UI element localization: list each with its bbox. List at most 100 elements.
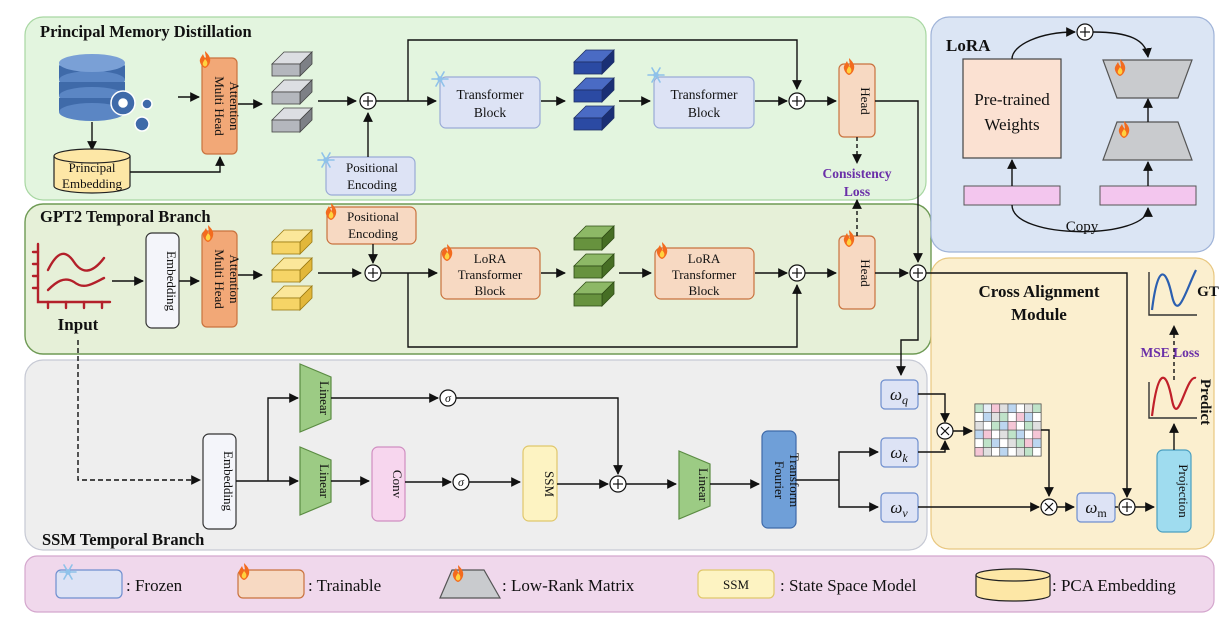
ssm-embedding-label: Embedding (221, 451, 236, 511)
svg-text:ωv: ωv (890, 498, 908, 520)
cam-add-node (1118, 498, 1136, 516)
mse-loss-label: MSE Loss (1141, 345, 1200, 360)
gpt2-lora-1-label-3: Block (474, 283, 506, 298)
gpt2-head-block: Head (838, 230, 876, 310)
lora-matrix-down (1102, 121, 1193, 161)
legend-frozen: : Frozen (55, 564, 183, 599)
gpt2-lora-transformer-block-2: LoRA Transformer Block (654, 242, 755, 300)
gpt2-token-stack-green (573, 225, 615, 307)
legend-panel (24, 555, 1215, 613)
pmd-positional-label-1: Positional (346, 160, 398, 175)
gpt2-lora-2-label-2: Transformer (672, 267, 737, 282)
multiply-node-qk (936, 422, 954, 440)
legend-ssm-box-label: SSM (723, 577, 749, 592)
ssm-block-label: SSM (542, 471, 557, 497)
pmd-title: Principal Memory Distillation (40, 22, 252, 41)
legend-ssm: SSM : State Space Model (697, 569, 917, 599)
gt-label: GT (1197, 284, 1219, 300)
attention-matrix (974, 403, 1042, 457)
gear-icon (110, 90, 153, 132)
pmd-mha-label-1: Multi Head (212, 76, 227, 136)
omega-v-symbol: ω (890, 498, 902, 517)
pmd-transformer-1-label-1: Transformer (457, 87, 524, 102)
omega-k-box: ωk (880, 437, 919, 468)
gpt2-lora-1-label-2: Transformer (458, 267, 523, 282)
ssm-conv-block: Conv (371, 446, 406, 522)
merge-add-node (909, 264, 927, 282)
ssm-linear-out: Linear (678, 450, 711, 520)
pmd-head-block: Head (838, 58, 876, 138)
legend-lowrank: : Low-Rank Matrix (439, 565, 635, 599)
gpt2-head-label: Head (858, 259, 873, 287)
legend-lowrank-label: : Low-Rank Matrix (502, 576, 635, 595)
ssm-title: SSM Temporal Branch (42, 530, 204, 549)
gpt2-lora-2-label-1: LoRA (688, 251, 721, 266)
pmd-token-stack-gray (271, 51, 313, 133)
gpt2-positional-encoding-block: Positional Encoding (325, 203, 417, 245)
multiply-node-v (1040, 498, 1058, 516)
projection-block: Projection (1156, 449, 1192, 533)
ssm-block: SSM (522, 445, 558, 522)
gpt2-positional-label-1: Positional (347, 209, 399, 224)
consistency-loss-label-1: Consistency (822, 166, 891, 181)
copy-label: Copy (1066, 219, 1099, 235)
pmd-transformer-block-2: Transformer Block (647, 67, 755, 129)
principal-embedding-label-1: Principal (69, 160, 116, 175)
lora-input-bar-right (1099, 185, 1197, 206)
omega-q-sub: q (902, 393, 908, 407)
pmd-mha-block: Multi Head Attention (199, 51, 242, 155)
omega-m-symbol: ω (1085, 498, 1097, 517)
omega-k-sub: k (902, 451, 908, 465)
gpt2-mha-block: Multi Head Attention (201, 225, 242, 328)
gpt2-embedding-label: Embedding (164, 251, 179, 311)
legend-trainable: : Trainable (237, 563, 381, 599)
ssm-linear-lower-label: Linear (317, 464, 332, 499)
omega-m-sub: m (1097, 506, 1107, 520)
ssm-linear-upper-label: Linear (317, 381, 332, 416)
gpt2-mha-label-1: Multi Head (212, 249, 227, 309)
gpt2-token-stack-yellow (271, 229, 313, 311)
gpt2-lora-2-label-3: Block (688, 283, 720, 298)
fourier-label-2: Transform (787, 453, 802, 507)
sigma-upper-label: σ (445, 391, 452, 405)
omega-q-box: ωq (880, 379, 919, 410)
omega-m-box: ωm (1076, 492, 1116, 523)
gpt2-add-node (364, 264, 382, 282)
ssm-linear-out-label: Linear (696, 468, 711, 503)
sigma-lower-label: σ (458, 475, 465, 489)
predict-label: Predict (1197, 379, 1213, 425)
lora-title: LoRA (946, 36, 991, 55)
gpt2-positional-label-2: Encoding (348, 226, 398, 241)
gpt2-mha-label-2: Attention (227, 254, 242, 304)
lora-matrix-up (1102, 59, 1193, 99)
lora-input-bar-left (963, 185, 1061, 206)
legend-trainable-label: : Trainable (308, 576, 381, 595)
pmd-head-label: Head (858, 87, 873, 115)
pmd-transformer-2-label-2: Block (688, 105, 720, 120)
legend-frozen-label: : Frozen (126, 576, 183, 595)
pmd-mha-label-2: Attention (227, 81, 242, 131)
ssm-linear-lower: Linear (299, 446, 332, 516)
pmd-transformer-block-1: Transformer Block (431, 71, 541, 129)
pmd-add-node-2 (788, 92, 806, 110)
projection-label: Projection (1176, 464, 1191, 518)
svg-text:ωq: ωq (890, 385, 908, 407)
sigma-node-lower: σ (452, 473, 470, 491)
cam-title-line1: Cross Alignment (978, 282, 1099, 301)
legend-pca-label: : PCA Embedding (1052, 576, 1176, 595)
input-signal-icon (31, 242, 112, 310)
principal-embedding-label-2: Embedding (62, 176, 122, 191)
ssm-add-node (609, 475, 627, 493)
gpt2-title: GPT2 Temporal Branch (40, 207, 211, 226)
omega-v-box: ωv (880, 492, 919, 523)
gt-chart-icon (1148, 269, 1197, 316)
legend-ssm-label: : State Space Model (780, 576, 917, 595)
pretrained-weights-block: Pre-trained Weights (962, 58, 1062, 159)
omega-v-sub: v (902, 506, 908, 520)
lora-add-node (1076, 23, 1094, 41)
cam-panel (930, 257, 1215, 550)
omega-k-symbol: ω (890, 443, 902, 462)
gpt2-lora-1-label-1: LoRA (474, 251, 507, 266)
predict-chart-icon (1148, 376, 1197, 419)
pmd-positional-encoding-block: Positional Encoding (317, 152, 416, 196)
